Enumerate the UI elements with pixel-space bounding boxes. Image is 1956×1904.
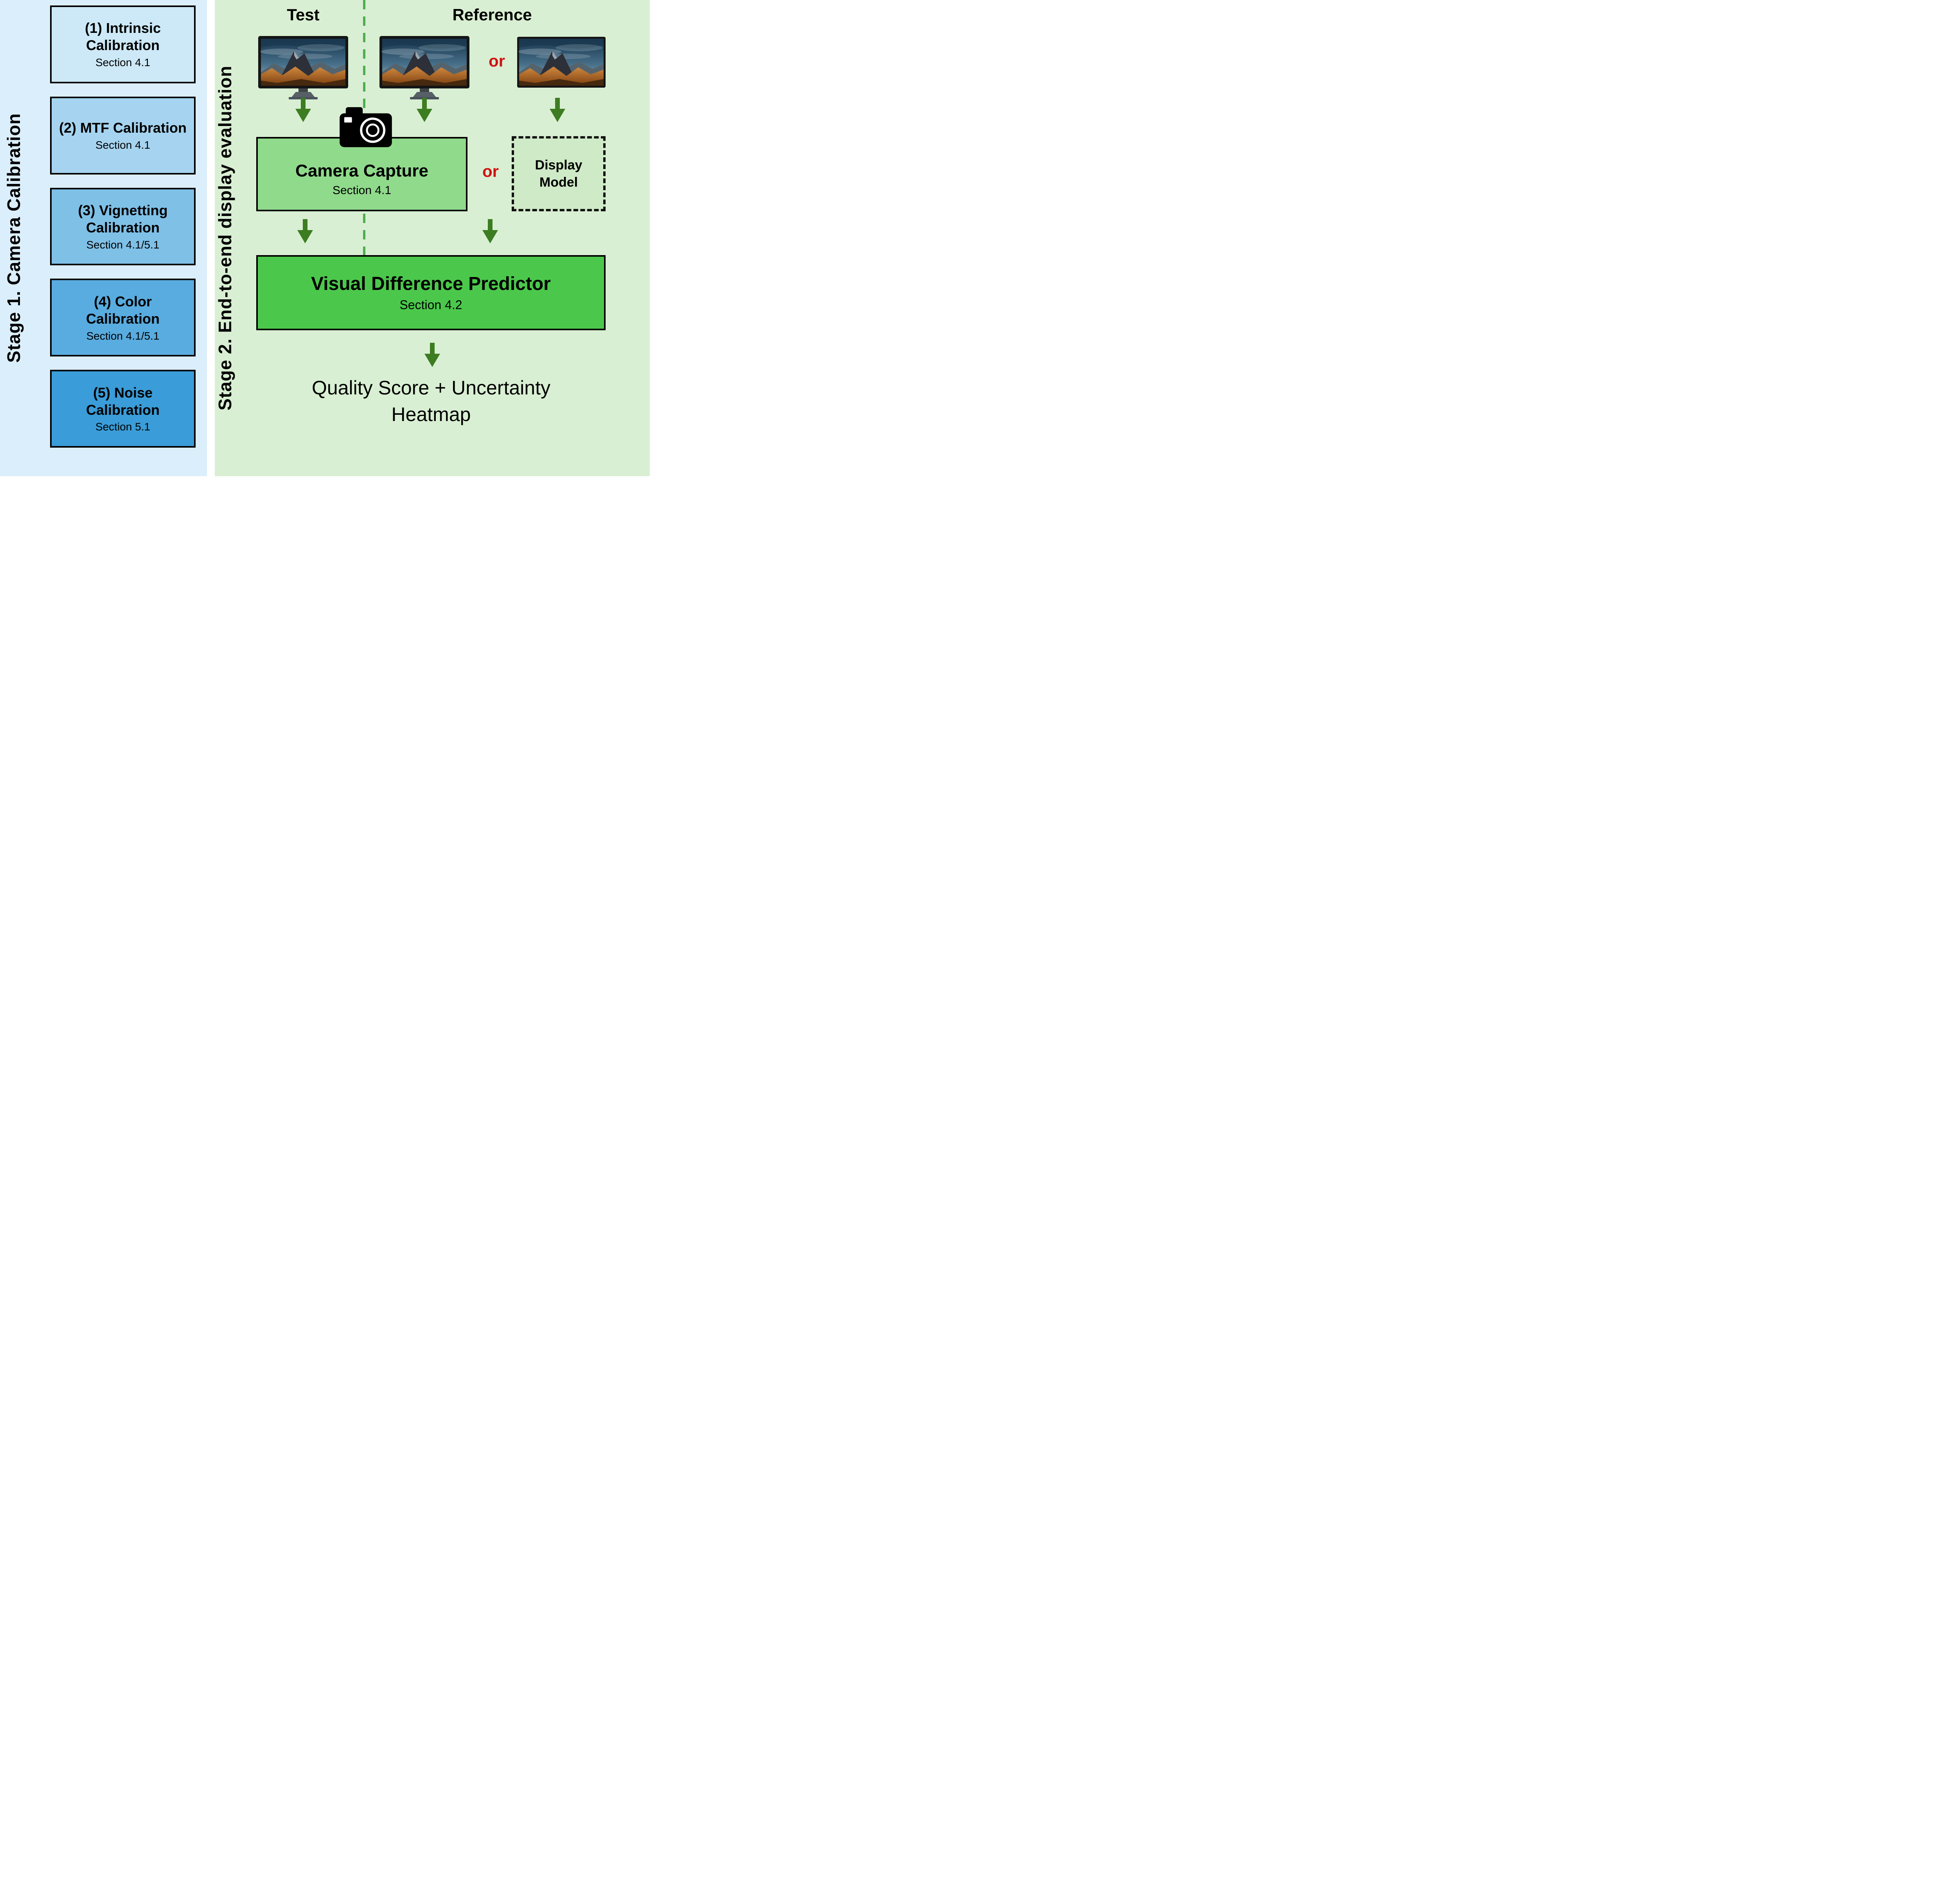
camera-icon [340, 107, 392, 148]
calibration-box-intrinsic: (1) Intrinsic Calibration Section 4.1 [50, 5, 196, 83]
monitor-icon [258, 36, 348, 99]
calibration-box-title: (5) Noise Calibration [86, 384, 160, 418]
monitor-icon [379, 36, 469, 99]
calibration-box-section: Section 4.1 [95, 139, 151, 151]
camera-capture-title: Camera Capture [295, 161, 428, 180]
calibration-box-title: (4) Color Calibration [86, 293, 160, 327]
display-model-box: Display Model [512, 136, 606, 211]
calibration-box-section: Section 5.1 [95, 421, 151, 433]
test-label: Test [287, 5, 320, 24]
calibration-box-mtf: (2) MTF Calibration Section 4.1 [50, 96, 196, 175]
camera-capture-section: Section 4.1 [332, 184, 392, 197]
down-arrow-icon [550, 98, 565, 122]
calibration-box-noise: (5) Noise Calibration Section 5.1 [50, 370, 196, 448]
reference-display-image [379, 36, 469, 99]
calibration-box-color: (4) Color Calibration Section 4.1/5.1 [50, 279, 196, 357]
calibration-box-section: Section 4.1/5.1 [86, 238, 160, 251]
reference-label: Reference [452, 5, 532, 24]
figure-canvas: Stage 1. Camera Calibration Stage 2. End… [0, 0, 650, 476]
test-reference-divider-dashed-line [363, 214, 365, 255]
calibration-box-title: (2) MTF Calibration [59, 120, 187, 136]
down-arrow-icon [424, 343, 440, 367]
calibration-box-section: Section 4.1/5.1 [86, 329, 160, 342]
test-display-image [258, 36, 348, 99]
down-arrow-icon [417, 98, 432, 122]
landscape-image [517, 37, 606, 88]
stage1-label: Stage 1. Camera Calibration [4, 113, 24, 363]
reference-image [516, 36, 606, 99]
visual-difference-predictor-box: Visual Difference Predictor Section 4.2 [256, 255, 606, 330]
down-arrow-icon [297, 219, 313, 243]
or-label-displays: or [489, 52, 505, 70]
stage2-label: Stage 2. End-to-end display evaluation [215, 65, 235, 411]
vdp-title: Visual Difference Predictor [311, 274, 551, 294]
calibration-stack: (1) Intrinsic Calibration Section 4.1 (2… [50, 5, 196, 448]
calibration-box-title: (1) Intrinsic Calibration [84, 20, 161, 54]
calibration-box-section: Section 4.1 [95, 56, 151, 69]
calibration-box-vignetting: (3) Vignetting Calibration Section 4.1/5… [50, 187, 196, 266]
output-label: Quality Score + Uncertainty Heatmap [312, 377, 550, 425]
vdp-section: Section 4.2 [399, 298, 462, 312]
calibration-box-title: (3) Vignetting Calibration [78, 202, 168, 236]
or-label-capture: or [482, 162, 499, 180]
display-model-title: Display Model [535, 157, 582, 190]
down-arrow-icon [295, 98, 311, 122]
test-reference-divider-dashed-line [363, 0, 365, 133]
down-arrow-icon [482, 219, 498, 243]
